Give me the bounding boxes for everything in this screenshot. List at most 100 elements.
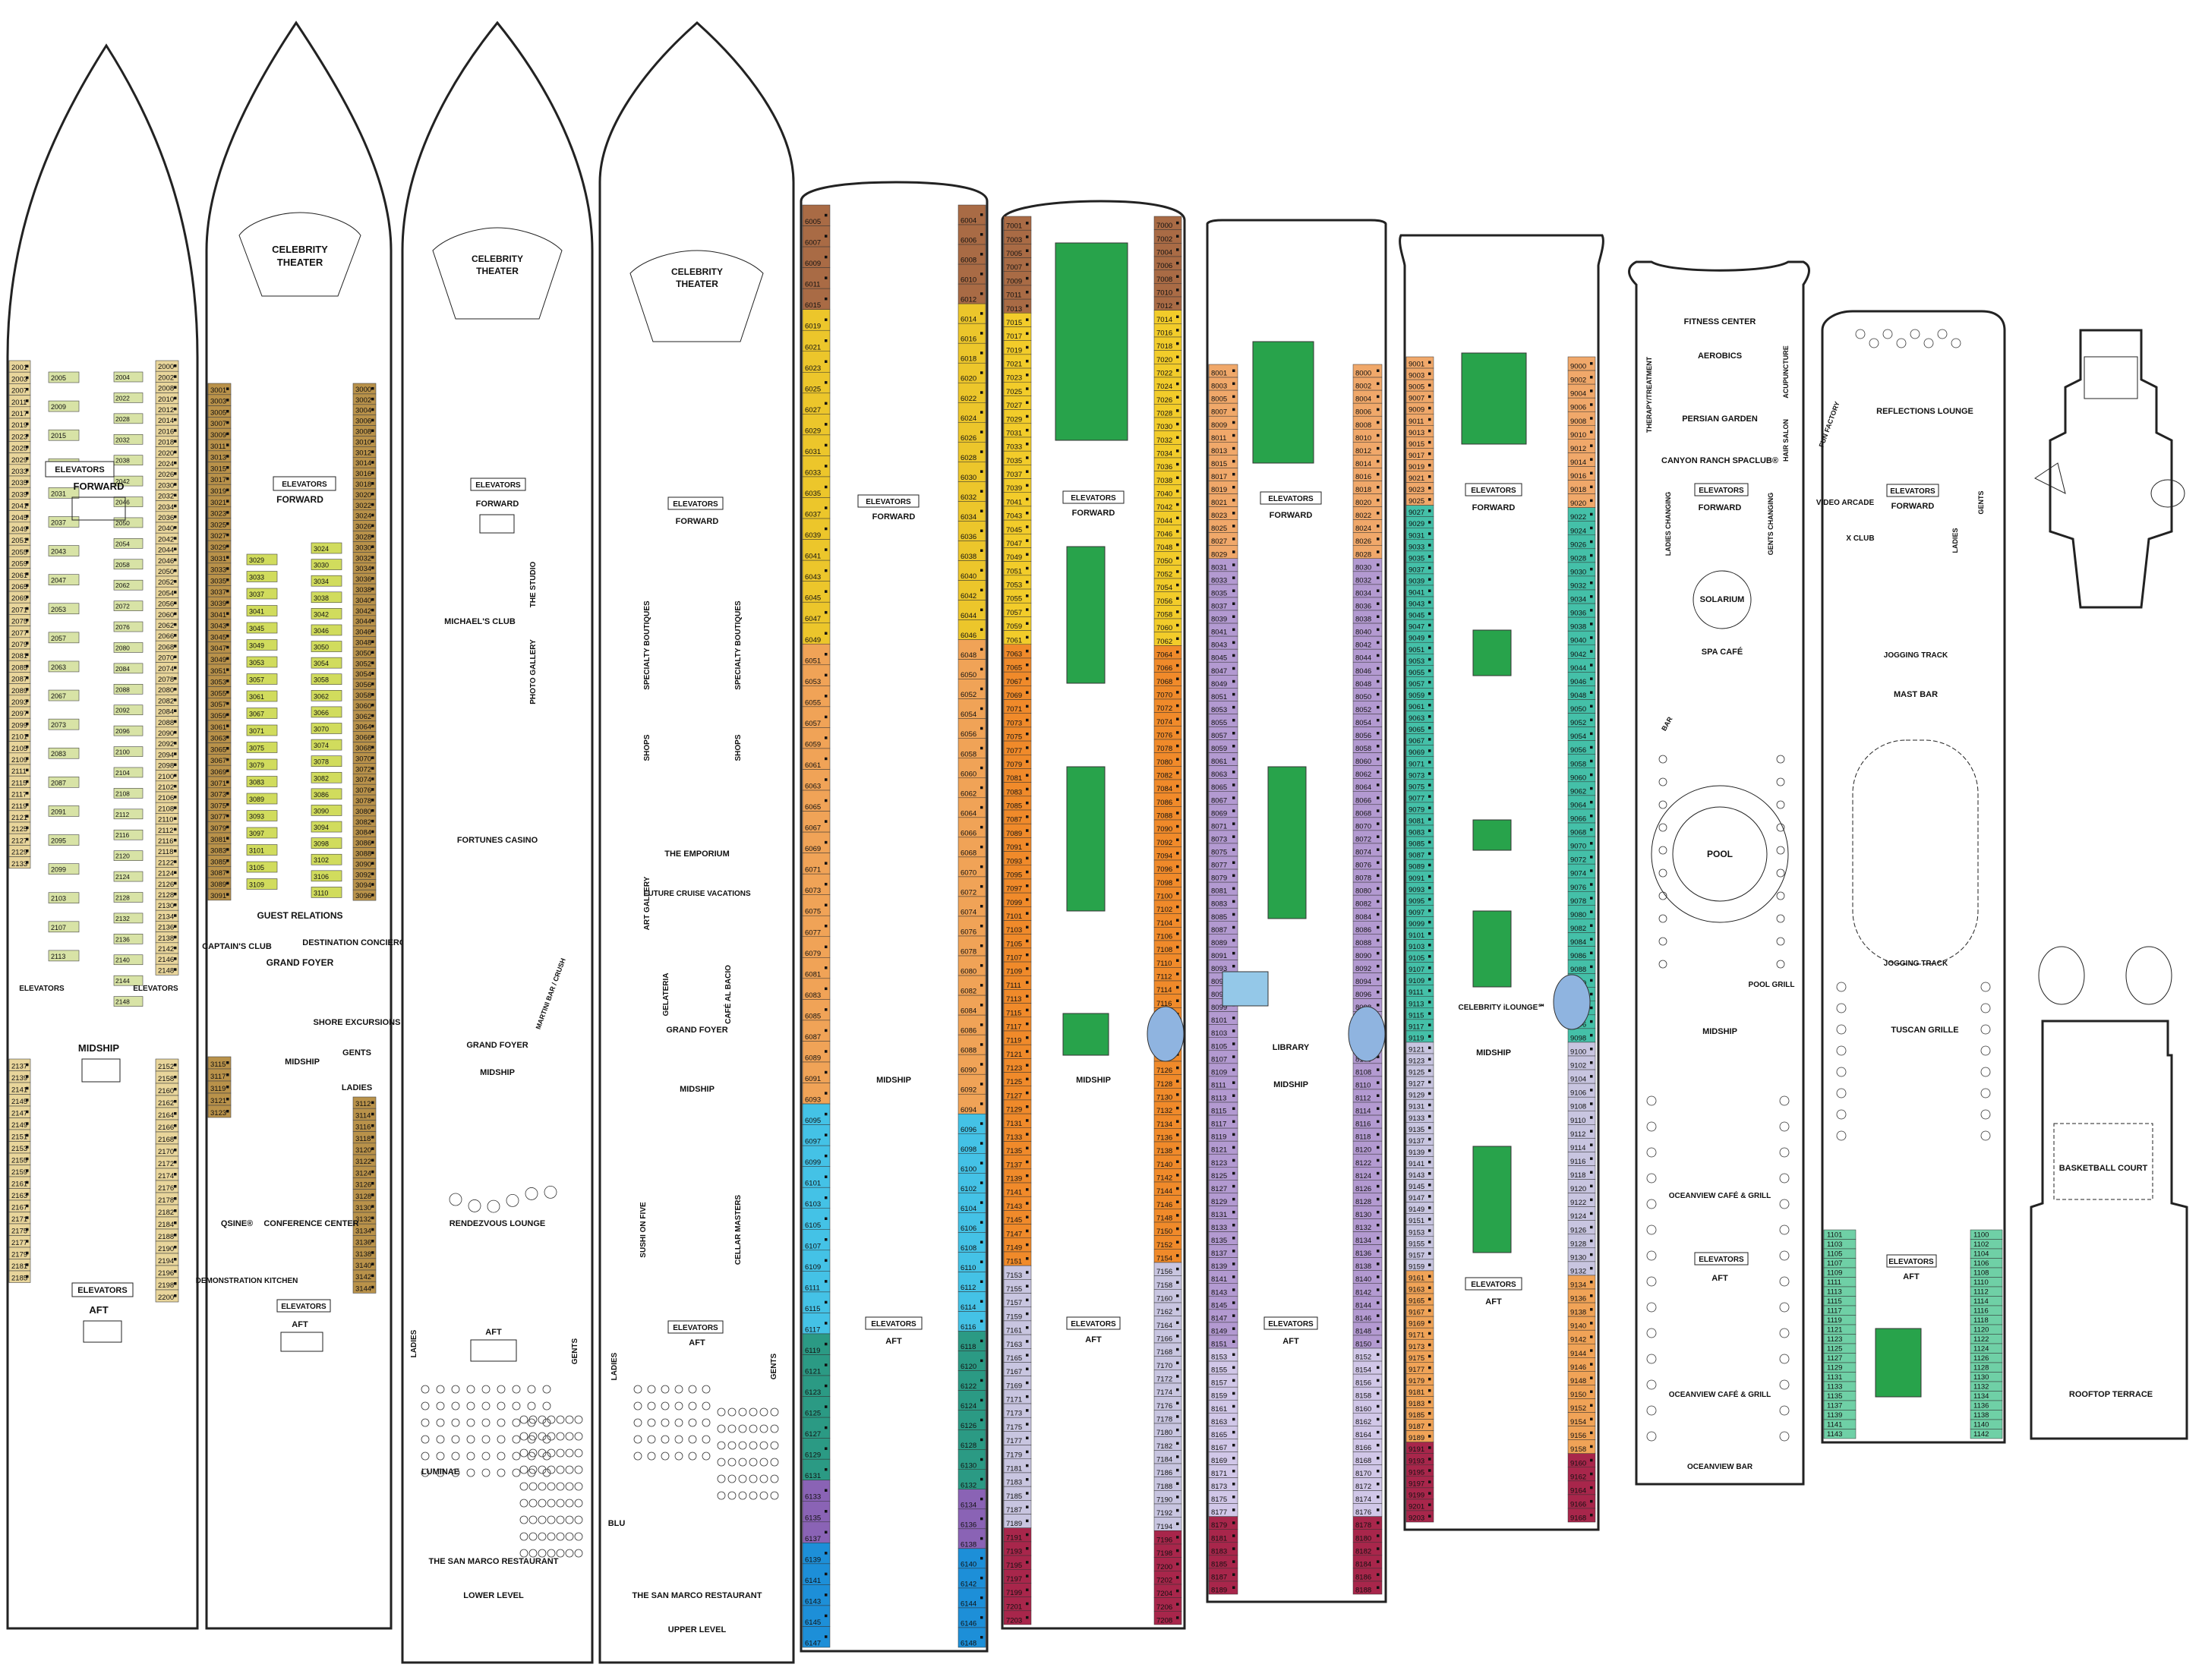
cabin-2043[interactable]: [48, 545, 80, 556]
cabin-number: 8048: [1355, 680, 1371, 689]
bed-icon: [1428, 944, 1431, 947]
deck-2: 2001200320072011201720192023202520292033…: [6, 43, 199, 1630]
cabin-number: 7001: [1006, 222, 1022, 231]
cabin-2099[interactable]: [48, 863, 80, 875]
cabin-number: 7184: [1156, 1456, 1172, 1464]
cabin-number: 2177: [11, 1239, 27, 1247]
cabin-number: 2181: [11, 1262, 27, 1271]
cabin-2083[interactable]: [48, 747, 80, 759]
cabin-number: 8149: [1211, 1327, 1227, 1335]
deck-4-rendezvous-lounge: RENDEZVOUS LOUNGE: [450, 1219, 546, 1228]
cabin-2053[interactable]: [48, 603, 80, 615]
cabin-number: 6146: [961, 1619, 976, 1628]
cabin-2063[interactable]: [48, 660, 80, 673]
bed-icon: [1026, 1546, 1029, 1550]
cabin-number: 6051: [805, 657, 821, 665]
cabin-number: 8056: [1355, 732, 1371, 740]
bed-icon: [1232, 1055, 1235, 1058]
cabin-number: 6108: [961, 1244, 976, 1253]
cabin-2057[interactable]: [48, 632, 80, 644]
cabin-number: 8090: [1355, 952, 1371, 960]
cabin-number: 8185: [1211, 1560, 1227, 1568]
cabin-number: 2118: [158, 848, 173, 856]
cabin-number: 7131: [1006, 1120, 1022, 1128]
cabin-number: 7074: [1156, 718, 1172, 727]
cabin-number: 9056: [1570, 746, 1586, 755]
cabin-number: 6037: [805, 511, 821, 519]
cabin-number: 6078: [961, 948, 976, 957]
bed-icon: [1176, 1388, 1179, 1392]
bed-icon: [980, 1260, 983, 1263]
bed-icon: [1428, 1309, 1431, 1313]
cabin-number: 8118: [1355, 1133, 1371, 1142]
bed-icon: [1428, 1103, 1431, 1107]
cabin-2091[interactable]: [48, 805, 80, 817]
cabin-number: 2146: [158, 956, 174, 964]
cabin-2133[interactable]: [8, 856, 31, 869]
bed-icon: [1377, 1404, 1380, 1408]
cabin-2015[interactable]: [48, 429, 80, 441]
bed-icon: [1176, 1240, 1179, 1243]
cabin-number: 8168: [1355, 1457, 1371, 1465]
cabin-number: 7182: [1156, 1442, 1172, 1451]
bed-icon: [1026, 263, 1029, 266]
cabin-2005[interactable]: [48, 371, 80, 383]
cabin-2031[interactable]: [48, 487, 80, 499]
cabin-number: 2175: [11, 1228, 27, 1236]
cabin-number: 7148: [1156, 1215, 1172, 1223]
cabin-2047[interactable]: [48, 574, 80, 585]
cabin-number: 7206: [1156, 1603, 1172, 1612]
cabin-2087[interactable]: [48, 777, 80, 788]
bed-icon: [1176, 852, 1179, 855]
deck-6-midship: MIDSHIP: [876, 1076, 911, 1085]
cabin-number: 6107: [805, 1242, 821, 1250]
cabin-number: 3115: [210, 1061, 226, 1069]
cabin-number: 8027: [1211, 537, 1227, 546]
cabin-2009[interactable]: [48, 400, 80, 412]
bed-icon: [226, 623, 229, 626]
bed-icon: [1232, 1017, 1235, 1020]
bed-icon: [1590, 979, 1593, 982]
bed-icon: [825, 1614, 828, 1618]
cabin-number: 6114: [961, 1303, 976, 1312]
deck-7-elevators-fwd: ELEVATORS: [1071, 494, 1116, 503]
cabin-number: 7201: [1006, 1603, 1022, 1611]
cabin-number: 7010: [1156, 289, 1172, 298]
deck-4-forward: FORWARD: [476, 500, 519, 509]
bed-icon: [371, 1262, 374, 1266]
deck-9-green-block-fwd: [1461, 352, 1527, 445]
deck-3-destination-concierge: DESTINATION CONCIERGE: [302, 938, 411, 947]
cabin-number: 8125: [1211, 1172, 1227, 1180]
bed-icon: [1026, 856, 1029, 860]
bed-icon: [980, 667, 983, 671]
bed-icon: [1176, 235, 1179, 238]
cabin-number: 3052: [355, 660, 371, 668]
cabin-2073[interactable]: [48, 718, 80, 730]
bed-icon: [1428, 1195, 1431, 1198]
bed-icon: [1590, 1349, 1593, 1352]
bed-icon: [1590, 828, 1593, 831]
cabin-number: 7061: [1006, 636, 1022, 645]
bed-icon: [980, 450, 983, 453]
cabin-number: 8026: [1355, 537, 1371, 546]
cabin-number: 7194: [1156, 1523, 1172, 1531]
cabin-2067[interactable]: [48, 689, 80, 701]
bed-icon: [371, 851, 374, 855]
cabin-number: 2090: [158, 730, 174, 738]
cabin-2095[interactable]: [48, 834, 80, 846]
bed-icon: [1428, 395, 1431, 399]
cabin-number: 2081: [11, 652, 27, 660]
cabin-number: 2040: [158, 525, 174, 533]
cabin-number: 9111: [1409, 988, 1424, 997]
bed-icon: [825, 235, 828, 238]
cabin-2037[interactable]: [48, 516, 80, 528]
bed-icon: [1176, 382, 1179, 386]
bed-icon: [226, 881, 229, 885]
bed-icon: [174, 1294, 177, 1297]
cabin-number: 7094: [1156, 853, 1172, 861]
bed-icon: [1590, 924, 1593, 927]
bed-icon: [174, 730, 177, 734]
cabin-number: 9076: [1570, 884, 1586, 892]
bed-icon: [1377, 1224, 1380, 1227]
bed-icon: [1232, 861, 1235, 865]
